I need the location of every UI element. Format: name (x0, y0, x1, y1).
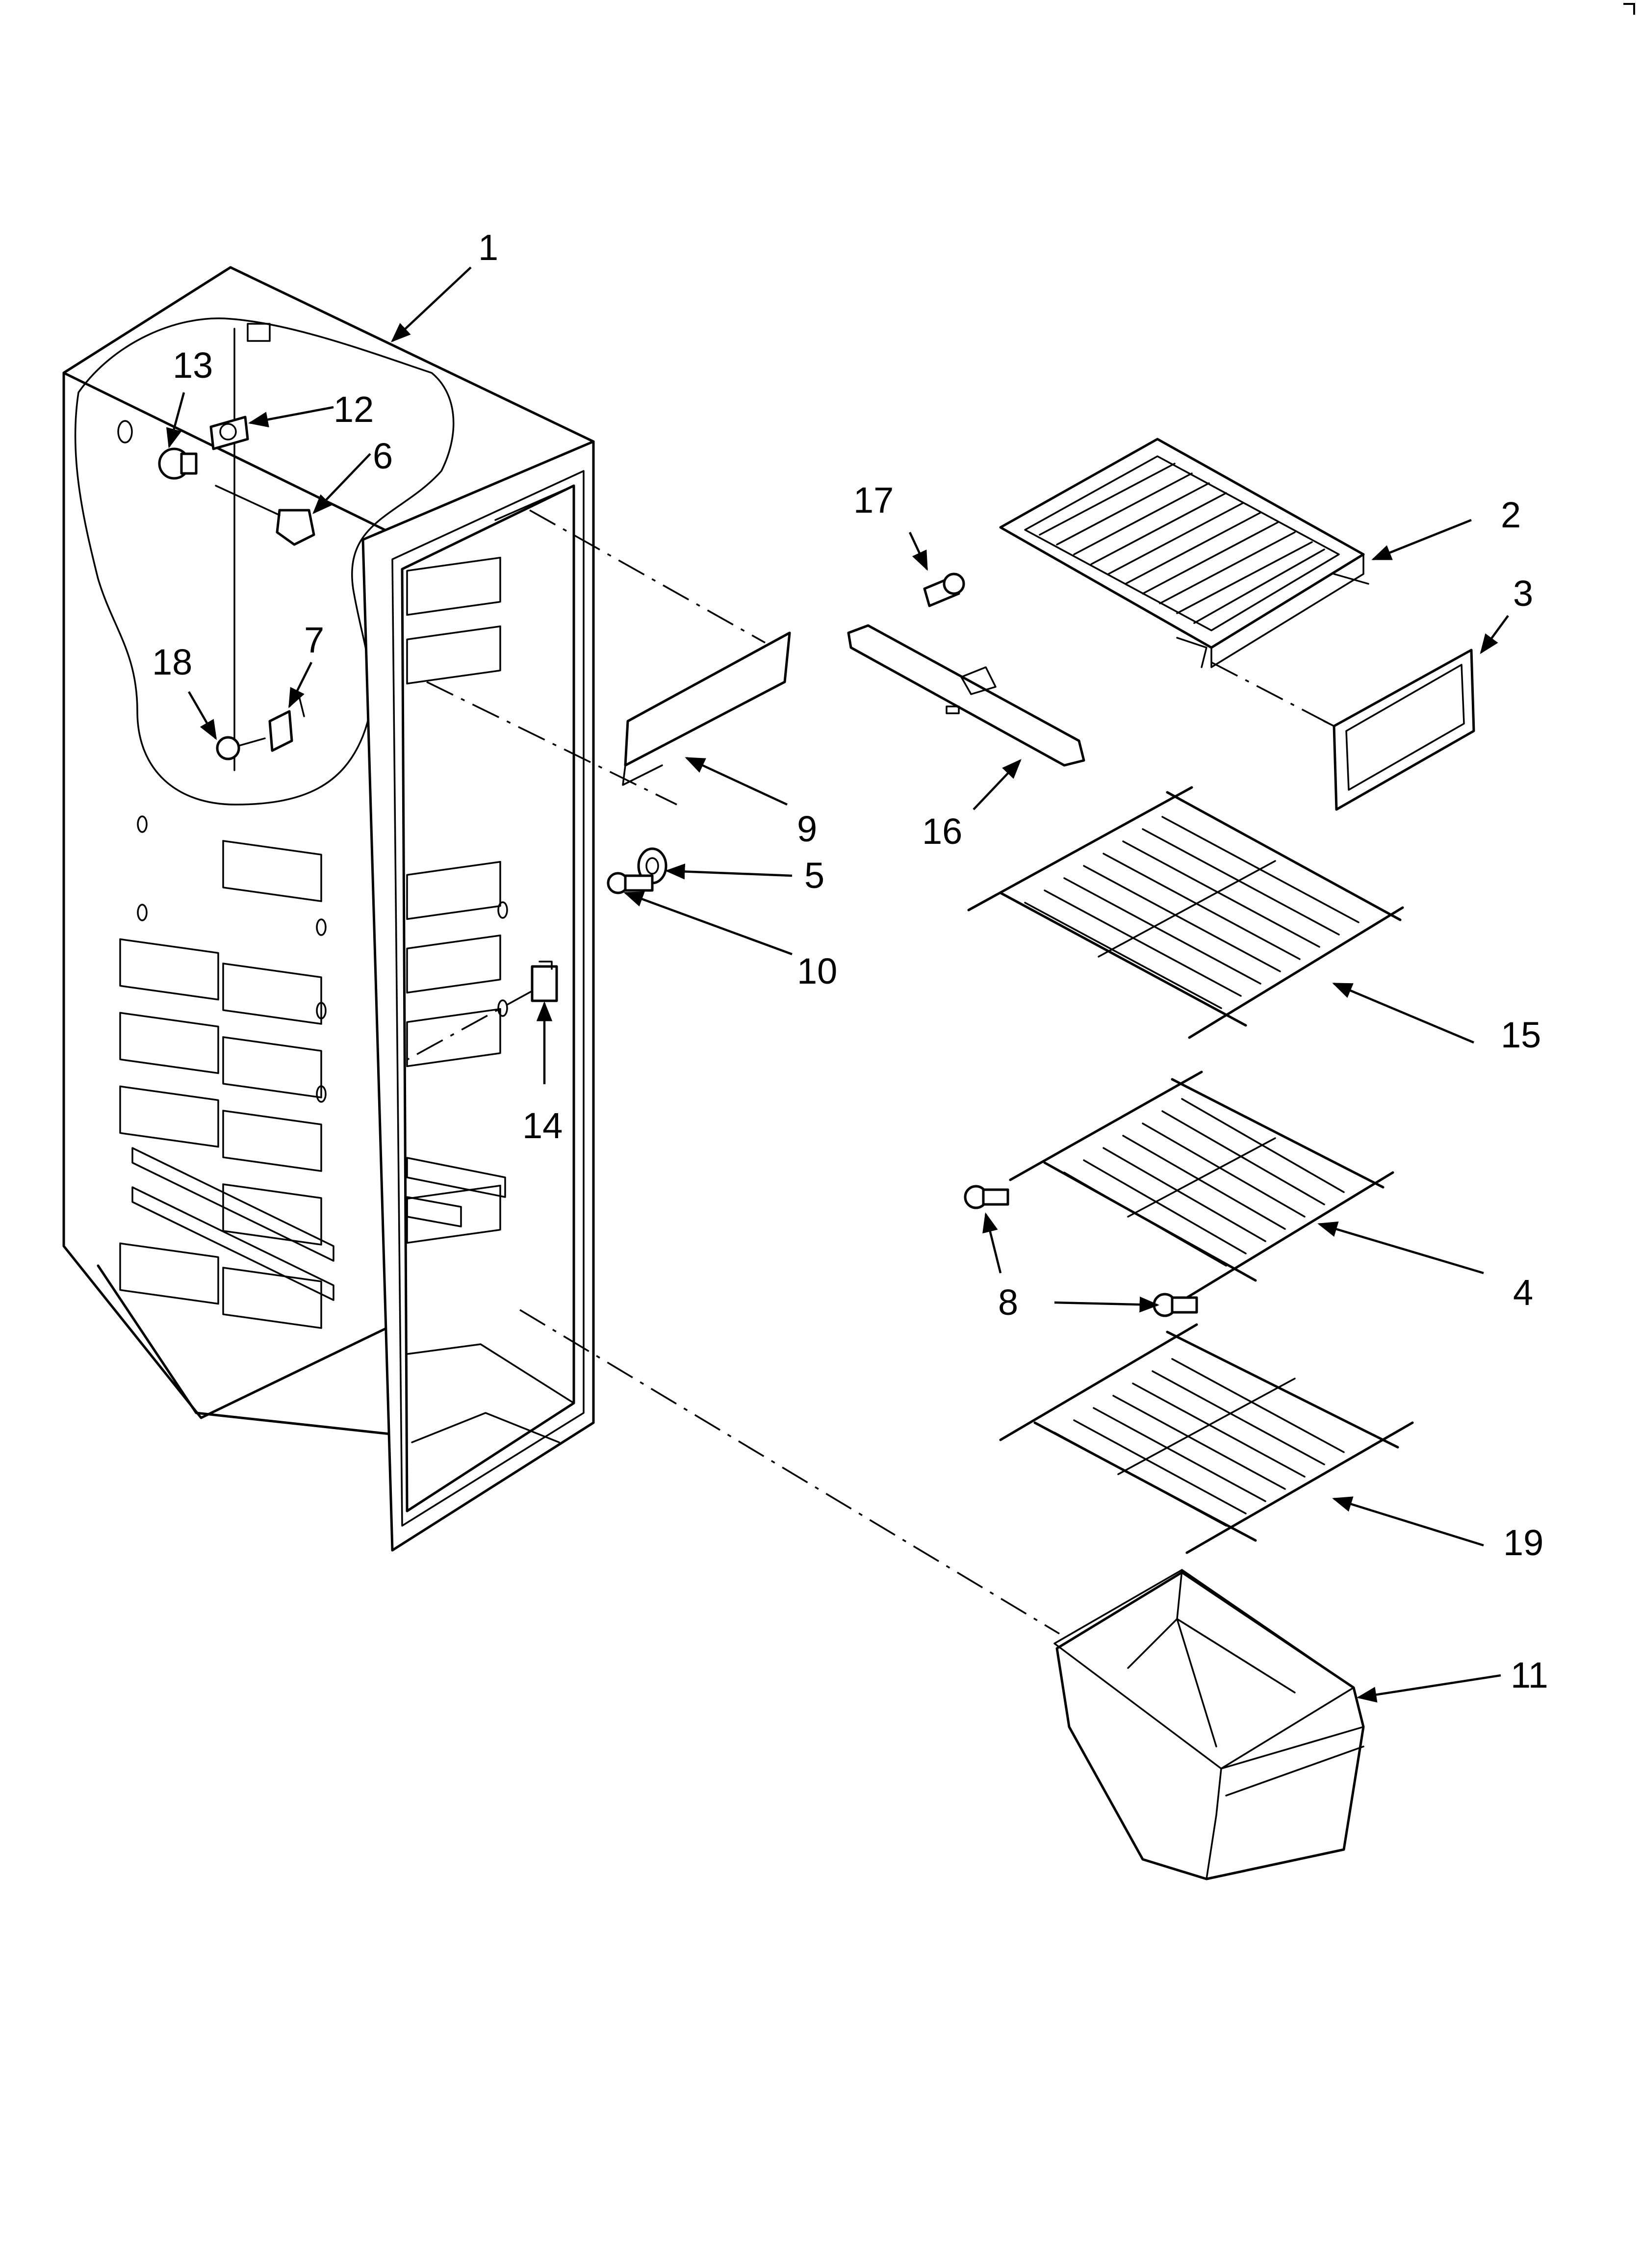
callout-10: 10 (797, 951, 837, 991)
part-13-light-bulb (158, 447, 198, 480)
callout-9: 9 (797, 808, 817, 849)
callout-14: 14 (522, 1105, 563, 1146)
freezer-liner (62, 266, 595, 1552)
callout-11: 11 (1511, 1655, 1548, 1695)
callout-17: 17 (853, 480, 894, 521)
part-18-screw (216, 736, 266, 760)
part-11-bin (519, 1309, 1365, 1880)
callout-1: 1 (478, 227, 498, 268)
callout-12: 12 (334, 389, 374, 430)
part-6-clip (215, 485, 315, 546)
callout-16: 16 (922, 811, 962, 852)
callout-7: 7 (304, 620, 324, 660)
part-4-wire-shelf (1009, 1070, 1394, 1299)
liner-slots (406, 556, 501, 1244)
callout-2: 2 (1501, 495, 1521, 535)
part-12-light-socket (209, 416, 249, 450)
callout-13: 13 (173, 345, 213, 386)
part-2-tray (999, 438, 1369, 668)
part-9-plate (426, 509, 791, 806)
callout-3: 3 (1513, 573, 1533, 614)
callout-18: 18 (152, 642, 192, 682)
corner-mark (1623, 3, 1635, 15)
callout-labels: 1 2 3 4 5 6 7 8 9 10 11 12 13 14 15 16 1… (152, 227, 1548, 1695)
callout-6: 6 (373, 436, 393, 476)
callout-4: 4 (1513, 1272, 1533, 1313)
leader-lines (166, 266, 1509, 1703)
part-17-screw (923, 573, 965, 607)
part-19-wire-shelf (999, 1323, 1414, 1554)
part-16-bracket (847, 624, 1085, 767)
part-3-frame (1211, 649, 1475, 811)
callout-5: 5 (804, 855, 824, 896)
callout-8: 8 (998, 1282, 1018, 1323)
part-15-wire-shelf (967, 786, 1404, 1039)
callout-15: 15 (1501, 1015, 1541, 1055)
side-panel-slots (119, 840, 322, 1329)
part-8-shelf-pins (964, 1185, 1198, 1317)
part-10-screw (607, 872, 654, 894)
callout-19: 19 (1503, 1522, 1543, 1563)
part-14-switch (407, 961, 558, 1061)
